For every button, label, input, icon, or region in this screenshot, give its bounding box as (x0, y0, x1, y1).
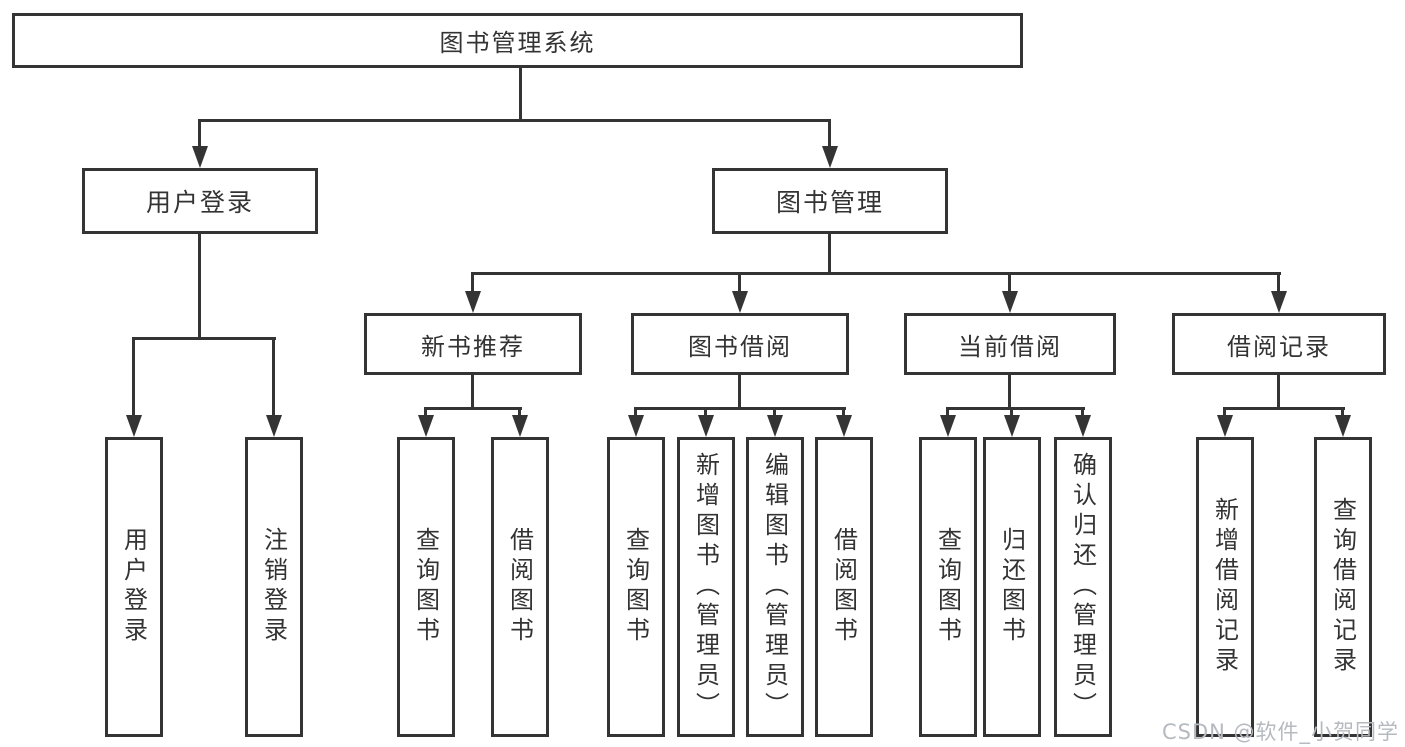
arrow-down-icon (266, 415, 282, 437)
node-book-management-label: 图书管理 (775, 188, 884, 217)
arrow-down-icon (628, 415, 644, 437)
arrow-down-icon (126, 415, 142, 437)
connector-shaft (704, 407, 707, 419)
connector-shaft (828, 119, 831, 150)
node-user-login-label: 用户登录 (145, 188, 254, 217)
arrow-down-icon (1002, 291, 1018, 313)
leaf-borrow-books-label: 借阅图书 (829, 527, 858, 647)
connector-borrowing-records-trunk (1277, 374, 1280, 410)
leaf-add-borrow-record-label: 新增借阅记录 (1210, 497, 1239, 677)
connector-shaft (842, 407, 845, 419)
leaf-query-books-recommend-label: 查询图书 (411, 527, 440, 647)
leaf-add-books-admin: 新增图书（管理员） (677, 437, 735, 737)
leaf-user-login-label: 用户登录 (119, 527, 148, 647)
leaf-return-books: 归还图书 (983, 437, 1041, 737)
arrow-down-icon (418, 415, 434, 437)
connector-new-book-split (424, 407, 522, 410)
node-book-borrowing-label: 图书借阅 (688, 332, 792, 361)
leaf-add-books-admin-label: 新增图书（管理员） (691, 452, 720, 722)
leaf-logout: 注销登录 (245, 437, 303, 737)
connector-root-trunk (519, 67, 522, 122)
leaf-logout-label: 注销登录 (259, 527, 288, 647)
arrow-down-icon (767, 415, 783, 437)
connector-book-management-trunk (828, 233, 831, 275)
leaf-query-books-current-label: 查询图书 (933, 527, 962, 647)
arrow-down-icon (465, 291, 481, 313)
connector-current-borrowing-trunk (1008, 374, 1011, 410)
connector-current-borrowing-split (946, 407, 1085, 410)
connector-shaft (1277, 272, 1280, 297)
arrow-down-icon (1217, 415, 1233, 437)
node-new-book-recommend-label: 新书推荐 (421, 332, 525, 361)
node-root: 图书管理系统 (12, 13, 1023, 68)
leaf-user-login: 用户登录 (105, 437, 163, 737)
node-current-borrowing-label: 当前借阅 (958, 332, 1062, 361)
leaf-query-books-recommend: 查询图书 (397, 437, 455, 737)
connector-shaft (773, 407, 776, 419)
connector-shaft (738, 272, 741, 297)
leaf-query-borrow-record-label: 查询借阅记录 (1328, 497, 1357, 677)
connector-shaft (1008, 272, 1011, 297)
connector-shaft (634, 407, 637, 419)
arrow-down-icon (1271, 291, 1287, 313)
node-current-borrowing: 当前借阅 (904, 313, 1116, 375)
node-book-borrowing: 图书借阅 (631, 313, 849, 375)
arrow-down-icon (698, 415, 714, 437)
node-book-management: 图书管理 (712, 168, 948, 234)
leaf-return-books-label: 归还图书 (997, 527, 1026, 647)
connector-shaft (1081, 407, 1084, 419)
leaf-borrow-books-recommend-label: 借阅图书 (505, 527, 534, 647)
leaf-borrow-books: 借阅图书 (815, 437, 873, 737)
connector-shaft (1223, 407, 1226, 419)
connector-user-login-trunk (198, 233, 201, 340)
node-new-book-recommend: 新书推荐 (364, 313, 582, 375)
connector-shaft (1341, 407, 1344, 419)
arrow-down-icon (822, 146, 838, 168)
connector-shaft (132, 337, 135, 421)
node-user-login: 用户登录 (82, 168, 318, 234)
connector-level2-split (198, 119, 831, 122)
connector-shaft (1010, 407, 1013, 419)
leaf-query-books-current: 查询图书 (919, 437, 977, 737)
connector-book-borrowing-trunk (738, 374, 741, 410)
leaf-query-books-borrowing: 查询图书 (607, 437, 665, 737)
connector-shaft (518, 407, 521, 419)
connector-shaft (946, 407, 949, 419)
node-borrowing-records: 借阅记录 (1172, 313, 1386, 375)
arrow-down-icon (192, 146, 208, 168)
leaf-query-borrow-record: 查询借阅记录 (1314, 437, 1372, 737)
arrow-down-icon (732, 291, 748, 313)
connector-shaft (198, 119, 201, 150)
arrow-down-icon (1335, 415, 1351, 437)
leaf-edit-books-admin-label: 编辑图书（管理员） (760, 452, 789, 722)
connector-shaft (424, 407, 427, 419)
node-borrowing-records-label: 借阅记录 (1227, 332, 1331, 361)
leaf-confirm-return-admin: 确认归还（管理员） (1054, 437, 1112, 737)
leaf-confirm-return-admin-label: 确认归还（管理员） (1068, 452, 1097, 722)
connector-borrowing-records-split (1223, 407, 1345, 410)
connector-book-borrowing-split (634, 407, 846, 410)
connector-level3-split (471, 272, 1281, 275)
leaf-add-borrow-record: 新增借阅记录 (1196, 437, 1254, 737)
node-root-label: 图书管理系统 (439, 29, 596, 57)
connector-new-book-trunk (471, 374, 474, 410)
leaf-query-books-borrowing-label: 查询图书 (621, 527, 650, 647)
arrow-down-icon (940, 415, 956, 437)
leaf-borrow-books-recommend: 借阅图书 (491, 437, 549, 737)
connector-shaft (272, 337, 275, 421)
arrow-down-icon (512, 415, 528, 437)
arrow-down-icon (836, 415, 852, 437)
arrow-down-icon (1004, 415, 1020, 437)
watermark: CSDN @软件_小贺同学 (1162, 720, 1400, 744)
leaf-edit-books-admin: 编辑图书（管理员） (746, 437, 804, 737)
connector-user-login-split (132, 337, 276, 340)
arrow-down-icon (1075, 415, 1091, 437)
connector-shaft (471, 272, 474, 297)
